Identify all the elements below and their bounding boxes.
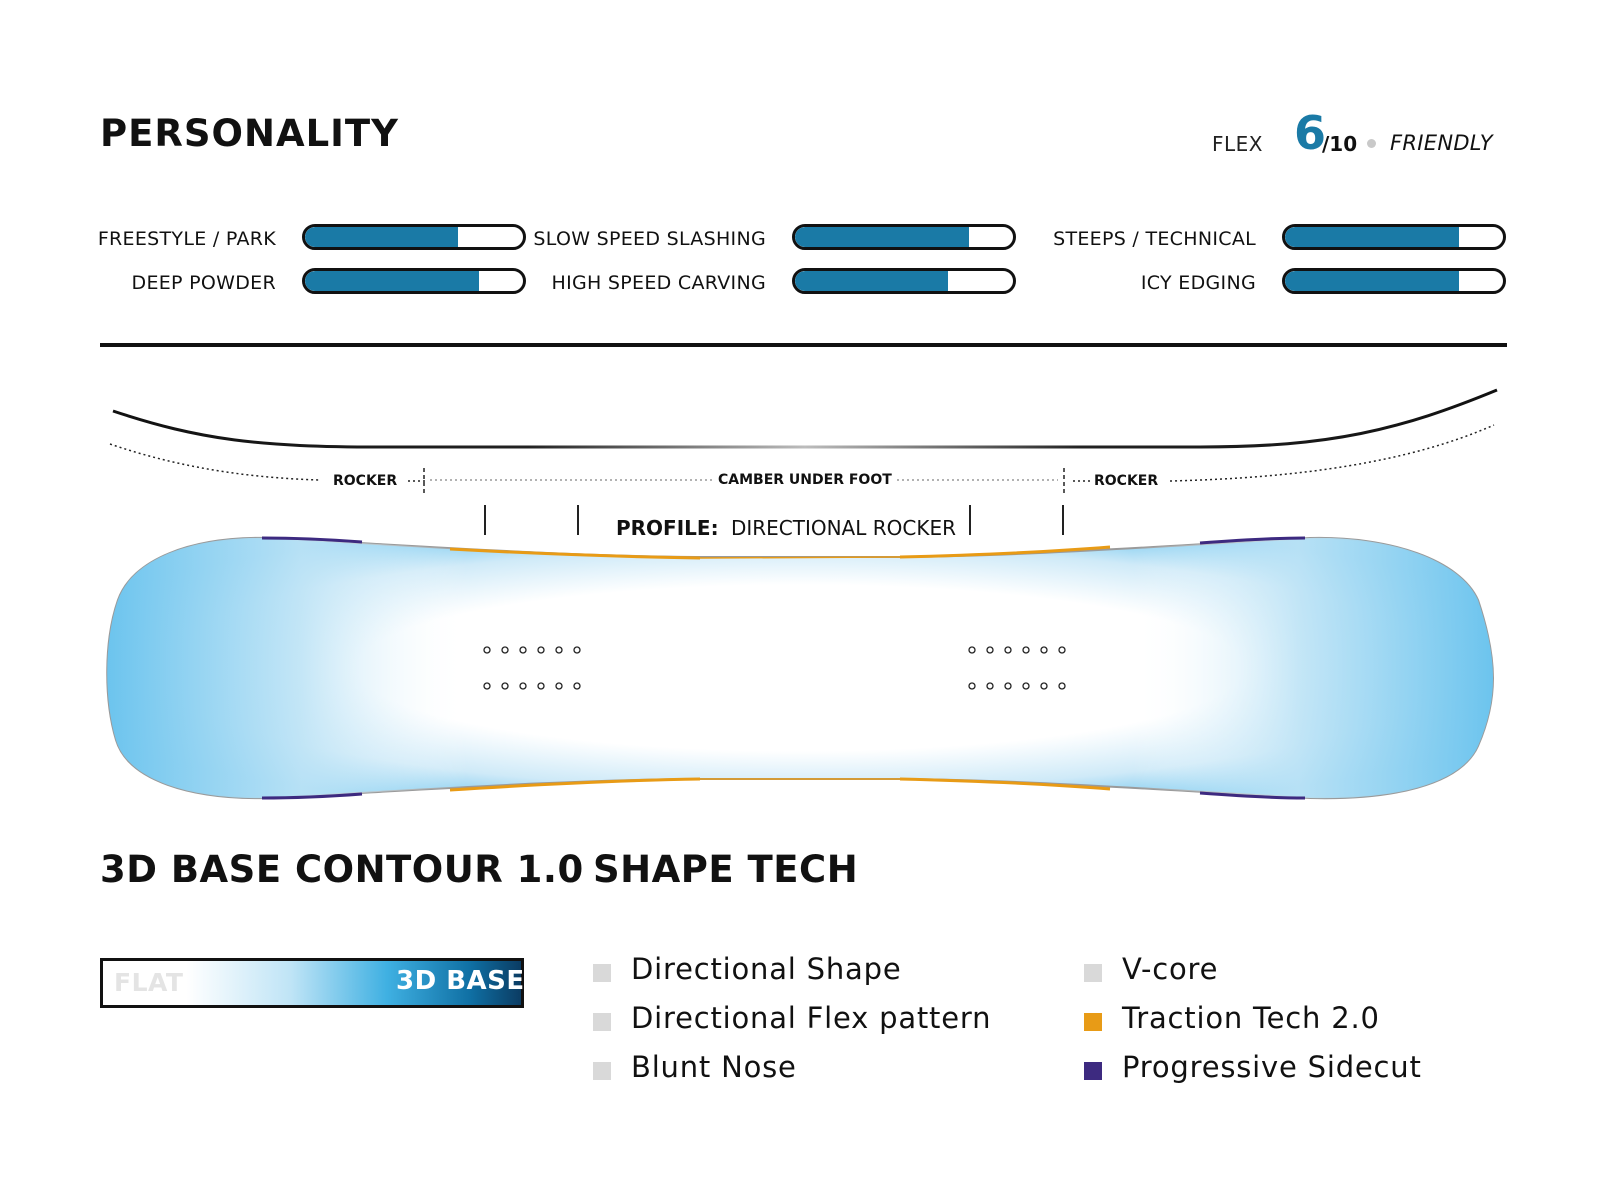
rating-bar-high-speed (792, 268, 1016, 294)
profile-reference-dotted (1169, 424, 1495, 482)
section-divider (100, 343, 1507, 347)
profile-label-key: PROFILE: (616, 516, 719, 540)
insert-hole (537, 682, 545, 690)
camber-label: CAMBER UNDER FOOT (718, 472, 892, 488)
insert-hole (537, 646, 545, 654)
snowboard-edge-shade (107, 537, 1493, 799)
board-diagram: ROCKER CAMBER UNDER FOOT ROCKER PROFILE:… (106, 388, 1498, 800)
insert-hole (1040, 682, 1048, 690)
insert-hole (1040, 646, 1048, 654)
rating-bar-slow-speed (792, 224, 1016, 250)
base-contour-title: 3D BASE CONTOUR 1.0 (100, 848, 584, 891)
traction-tech-edge (449, 547, 701, 560)
rating-label-steeps: STEEPS / TECHNICAL (1053, 228, 1256, 250)
insert-hole (519, 682, 527, 690)
insert-hole (1004, 646, 1012, 654)
tech-swatch (593, 964, 611, 982)
insert-hole (1022, 646, 1030, 654)
rating-bar-steeps (1282, 224, 1506, 250)
insert-hole (1058, 646, 1066, 654)
insert-hole (968, 682, 976, 690)
tech-swatch (593, 1062, 611, 1080)
insert-hole (968, 646, 976, 654)
profile-reference-dotted (109, 443, 321, 481)
shape-tech-title: SHAPE TECH (593, 848, 859, 891)
separator-dot-icon (1367, 139, 1376, 148)
rating-fill (795, 271, 948, 291)
insert-hole (986, 646, 994, 654)
rating-fill (305, 227, 458, 247)
insert-hole (1058, 682, 1066, 690)
tech-item-directional-shape: Directional Shape (631, 952, 902, 986)
tech-swatch (1084, 1062, 1102, 1080)
tech-item-v-core: V-core (1122, 952, 1219, 986)
tech-swatch (1084, 964, 1102, 982)
rocker-left-label: ROCKER (333, 473, 397, 489)
binding-inserts-rear (968, 646, 1066, 690)
rating-bar-freestyle (302, 224, 526, 250)
insert-hole (501, 646, 509, 654)
rating-label-freestyle: FREESTYLE / PARK (97, 228, 276, 250)
insert-hole (986, 682, 994, 690)
rocker-right-label: ROCKER (1094, 473, 1158, 489)
rating-fill (795, 227, 970, 247)
flex-label: FLEX (1212, 132, 1263, 156)
tech-item-progressive-sidecut: Progressive Sidecut (1122, 1050, 1422, 1084)
base-contour-3d-label: 3D BASE (396, 966, 525, 996)
insert-hole (1004, 682, 1012, 690)
insert-hole (483, 682, 491, 690)
traction-tech-edge (449, 777, 701, 792)
rating-label-high-speed: HIGH SPEED CARVING (551, 272, 766, 294)
binding-inserts-front (483, 646, 581, 690)
flex-description: FRIENDLY (1390, 131, 1493, 155)
rating-label-deep-powder: DEEP POWDER (131, 272, 276, 294)
progressive-sidecut-edge (261, 536, 363, 544)
base-contour-gradient (100, 958, 524, 1008)
tech-item-directional-flex: Directional Flex pattern (631, 1001, 992, 1035)
tech-item-blunt-nose: Blunt Nose (631, 1050, 797, 1084)
page-title: PERSONALITY (100, 112, 399, 155)
tech-swatch (1084, 1013, 1102, 1031)
board-profile-line (112, 388, 1498, 449)
progressive-sidecut-edge (1199, 536, 1306, 545)
traction-tech-edge (699, 556, 901, 559)
insert-hole (483, 646, 491, 654)
insert-hole (555, 682, 563, 690)
traction-tech-edge (899, 545, 1111, 559)
insert-hole (573, 646, 581, 654)
rating-fill (1285, 271, 1460, 291)
insert-hole (519, 646, 527, 654)
base-contour-flat-label: FLAT (114, 968, 184, 997)
rating-label-slow-speed: SLOW SPEED SLASHING (533, 228, 766, 250)
insert-hole (501, 682, 509, 690)
tech-item-traction-tech: Traction Tech 2.0 (1122, 1001, 1380, 1035)
traction-tech-edge (899, 777, 1111, 791)
progressive-sidecut-edge (1199, 791, 1306, 800)
rating-bar-deep-powder (302, 268, 526, 294)
profile-label: PROFILE: DIRECTIONAL ROCKER (616, 516, 956, 540)
flex-max: /10 (1322, 132, 1358, 156)
rating-bar-icy-edging (1282, 268, 1506, 294)
insert-hole (1022, 682, 1030, 690)
rating-fill (1285, 227, 1460, 247)
flex-value: 6 (1294, 106, 1327, 160)
rating-label-icy-edging: ICY EDGING (1140, 272, 1256, 294)
rating-fill (305, 271, 480, 291)
tech-swatch (593, 1013, 611, 1031)
insert-hole (555, 646, 563, 654)
insert-hole (573, 682, 581, 690)
progressive-sidecut-edge (261, 792, 363, 800)
profile-label-value: DIRECTIONAL ROCKER (731, 516, 956, 540)
